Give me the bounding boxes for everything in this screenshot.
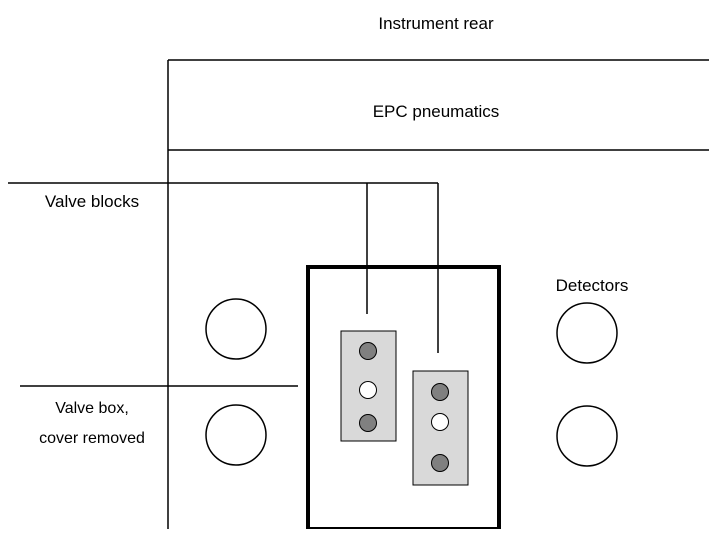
- inlet-circle-back: [205, 404, 267, 466]
- valve-box-label-line2: cover removed: [39, 430, 145, 447]
- valve-block-left-port-bottom: [359, 414, 377, 432]
- valve-box-label-line1: Valve box,: [55, 400, 129, 417]
- valve-blocks-label: Valve blocks: [45, 192, 139, 211]
- valve-box: [306, 265, 501, 531]
- valve-block-right-port-bottom: [431, 454, 449, 472]
- valve-block-right-port-middle: [431, 413, 449, 431]
- inlet-circle-front: [205, 298, 267, 360]
- valve-block-right-port-top: [431, 383, 449, 401]
- detector-circle-back: [556, 405, 618, 467]
- valve-block-left-port-top: [359, 342, 377, 360]
- detector-circle-front: [556, 302, 618, 364]
- instrument-rear-label: Instrument rear: [378, 14, 494, 33]
- detectors-label: Detectors: [556, 276, 629, 295]
- epc-pneumatics-label: EPC pneumatics: [373, 102, 500, 121]
- valve-block-left-port-middle: [359, 381, 377, 399]
